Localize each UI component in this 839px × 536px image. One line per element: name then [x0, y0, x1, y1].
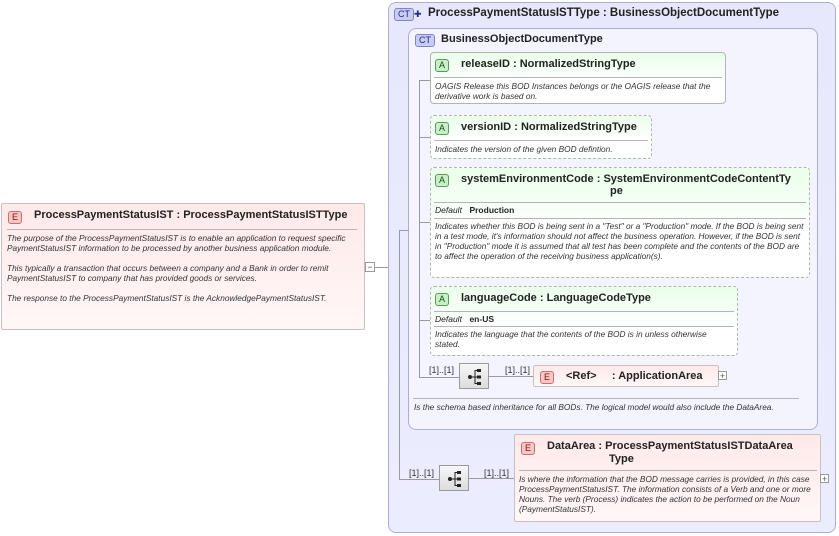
divider — [434, 202, 806, 203]
attribute-title-wrap: pe — [610, 185, 623, 197]
attribute-title: languageCode : LanguageCodeType — [461, 292, 651, 304]
connector-line — [375, 267, 399, 268]
tree-line — [399, 479, 439, 480]
divider — [434, 140, 648, 141]
divider — [434, 326, 734, 327]
attribute-badge: A — [435, 59, 450, 72]
multiplicity-label: [1]..[1] — [409, 468, 435, 478]
element-title-wrap: Type — [609, 453, 634, 465]
attribute-doc: Indicates whether this BOD is being sent… — [435, 221, 804, 261]
tree-line — [469, 478, 514, 479]
complex-type-doc: Is the schema based inheritance for all … — [414, 402, 774, 412]
complex-type-badge: CT — [415, 34, 435, 47]
expand-toggle[interactable]: + — [718, 371, 727, 381]
tree-line — [419, 222, 431, 223]
element-title: DataArea : ProcessPaymentStatusISTDataAr… — [547, 440, 793, 452]
root-element-box[interactable]: E ProcessPaymentStatusIST : ProcessPayme… — [1, 203, 365, 330]
complex-type-title: ProcessPaymentStatusISTType : BusinessOb… — [428, 7, 780, 19]
divider — [413, 398, 799, 399]
tree-line — [419, 320, 431, 321]
tree-line — [419, 377, 459, 378]
tree-line — [419, 80, 431, 81]
root-element-doc: The purpose of the ProcessPaymentStatusI… — [7, 233, 346, 303]
attribute-doc: Indicates the language that the contents… — [435, 329, 707, 349]
application-area-element[interactable]: E <Ref> : ApplicationArea — [533, 365, 719, 387]
attribute-badge: A — [435, 122, 450, 135]
attribute-doc: OAGIS Release this BOD Instances belongs… — [435, 81, 711, 101]
multiplicity-label: [1]..[1] — [429, 365, 455, 375]
attribute-language-code[interactable]: A languageCode : LanguageCodeType Defaul… — [430, 286, 738, 356]
tree-line — [399, 230, 400, 480]
sequence-compositor-icon[interactable] — [459, 363, 489, 389]
element-badge: E — [540, 371, 555, 384]
attribute-title: releaseID : NormalizedStringType — [461, 58, 636, 70]
data-area-element[interactable]: E DataArea : ProcessPaymentStatusISTData… — [514, 434, 821, 522]
divider — [434, 218, 806, 219]
attribute-release-id[interactable]: A releaseID : NormalizedStringType OAGIS… — [430, 52, 726, 104]
divider — [434, 77, 722, 78]
divider — [434, 311, 734, 312]
tree-line — [419, 137, 431, 138]
element-doc: Is where the information that the BOD me… — [519, 474, 811, 514]
complex-type-inner-title: BusinessObjectDocumentType — [441, 33, 603, 45]
attribute-badge: A — [435, 174, 450, 187]
collapse-toggle[interactable]: − — [365, 262, 375, 272]
multiplicity-label: [1]..[1] — [505, 365, 531, 375]
attribute-badge: A — [435, 293, 450, 306]
attribute-title: systemEnvironmentCode : SystemEnvironmen… — [461, 173, 791, 185]
element-badge: E — [521, 442, 536, 455]
expand-toggle[interactable]: + — [820, 474, 829, 484]
complex-type-badge: CT✚ — [394, 8, 422, 21]
multiplicity-label: [1]..[1] — [484, 468, 510, 478]
divider — [7, 229, 357, 230]
attribute-system-environment-code[interactable]: A systemEnvironmentCode : SystemEnvironm… — [430, 167, 810, 278]
default-row: Default Production — [435, 205, 515, 215]
tree-line — [399, 230, 409, 231]
attribute-doc: Indicates the version of the given BOD d… — [435, 144, 613, 154]
element-title: <Ref> : ApplicationArea — [566, 370, 703, 382]
sequence-compositor-icon[interactable] — [439, 465, 469, 491]
tree-line — [489, 376, 533, 377]
default-row: Default en-US — [435, 314, 495, 324]
root-element-title: ProcessPaymentStatusIST : ProcessPayment… — [34, 209, 348, 221]
divider — [519, 470, 817, 471]
attribute-title: versionID : NormalizedStringType — [461, 121, 637, 133]
tree-line — [419, 80, 420, 377]
attribute-version-id[interactable]: A versionID : NormalizedStringType Indic… — [430, 115, 652, 159]
element-badge: E — [8, 211, 23, 224]
